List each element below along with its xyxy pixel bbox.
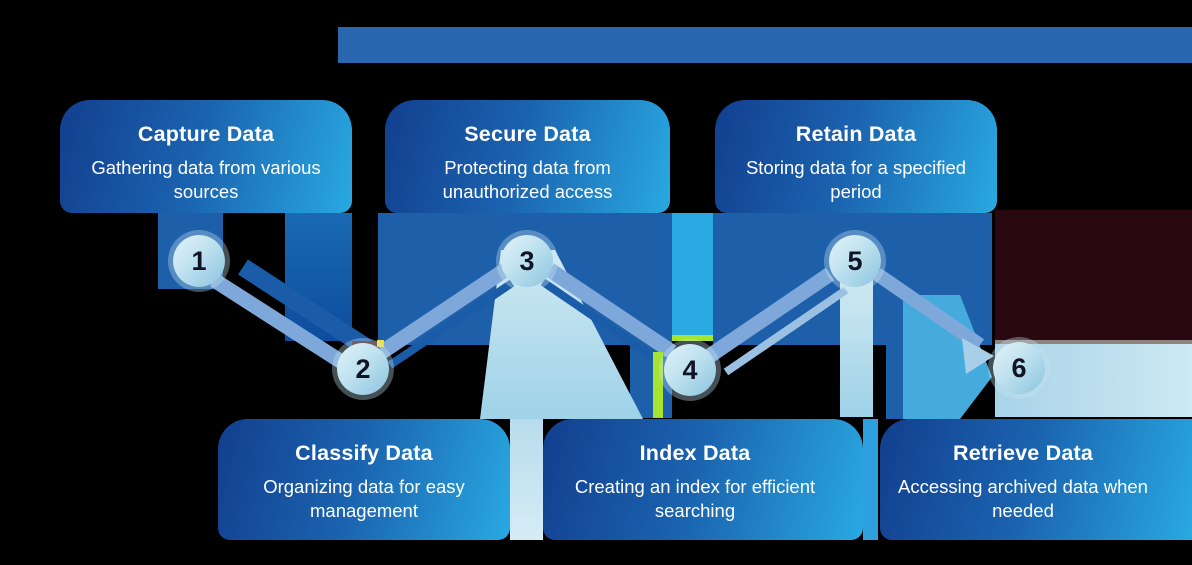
tail-right-card1 [285,213,352,341]
step-number-badge-5: 5 [829,235,881,287]
ribbon-5-6-wedge [962,338,994,374]
card-description: Organizing data for easy management [263,476,465,522]
cyan-tail-card3 [672,213,713,341]
card-description: Gathering data from various sources [91,157,321,203]
card-title: Secure Data [464,122,591,146]
maroon-block-right [995,210,1192,340]
step-number-badge-6: 6 [993,342,1045,394]
step-card-retrieve-data: Retrieve Data Accessing archived data wh… [880,419,1192,540]
step-number-badge-3: 3 [501,235,553,287]
light-band-under-circle5 [840,277,873,417]
card-description: Protecting data from unauthorized access [442,157,613,203]
step-number-badge-4: 4 [664,344,716,396]
step-card-index-data: Index Data Creating an index for efficie… [543,419,863,540]
funnel-gap-band-2-4 [510,419,543,540]
ribbon-3-4-light [545,263,677,359]
step-card-capture-data: Capture Data Gathering data from various… [60,100,352,213]
accent-green-horizontal-bar [672,335,713,341]
ribbon-3-4-dark [540,278,663,366]
card-title: Retain Data [795,122,917,146]
ribbon-1-2-dark [238,259,377,359]
accent-yellow-square [377,340,384,347]
title-redacted-bar [338,27,1192,63]
accent-green-vertical-bar [653,352,663,418]
card-description: Storing data for a specified period [745,157,967,203]
step-number-badge-1: 1 [173,235,225,287]
step-number-badge-2: 2 [337,343,389,395]
card-description: Creating an index for efficient searchin… [574,476,816,522]
tail-under-card5-col [886,345,903,419]
ribbon-2-3-dark [387,279,515,369]
ribbon-1-2-light [209,273,353,373]
card-description: Accessing archived data when needed [898,476,1148,522]
card-title: Classify Data [295,441,433,465]
step-card-classify-data: Classify Data Organizing data for easy m… [218,419,510,540]
card-title: Retrieve Data [952,441,1094,465]
cyan-gap-band-4-6 [863,419,878,540]
cyan-band-under-card5 [903,295,992,419]
ribbon-2-3-light [377,263,510,359]
ribbon-5-6-light [873,268,984,351]
ribbon-4-5-light2 [723,286,849,376]
step-card-secure-data: Secure Data Protecting data from unautho… [385,100,670,213]
ribbon-4-5-light [703,267,835,364]
card-title: Capture Data [137,122,275,146]
step-card-retain-data: Retain Data Storing data for a specified… [715,100,997,213]
card-title: Index Data [639,441,751,465]
